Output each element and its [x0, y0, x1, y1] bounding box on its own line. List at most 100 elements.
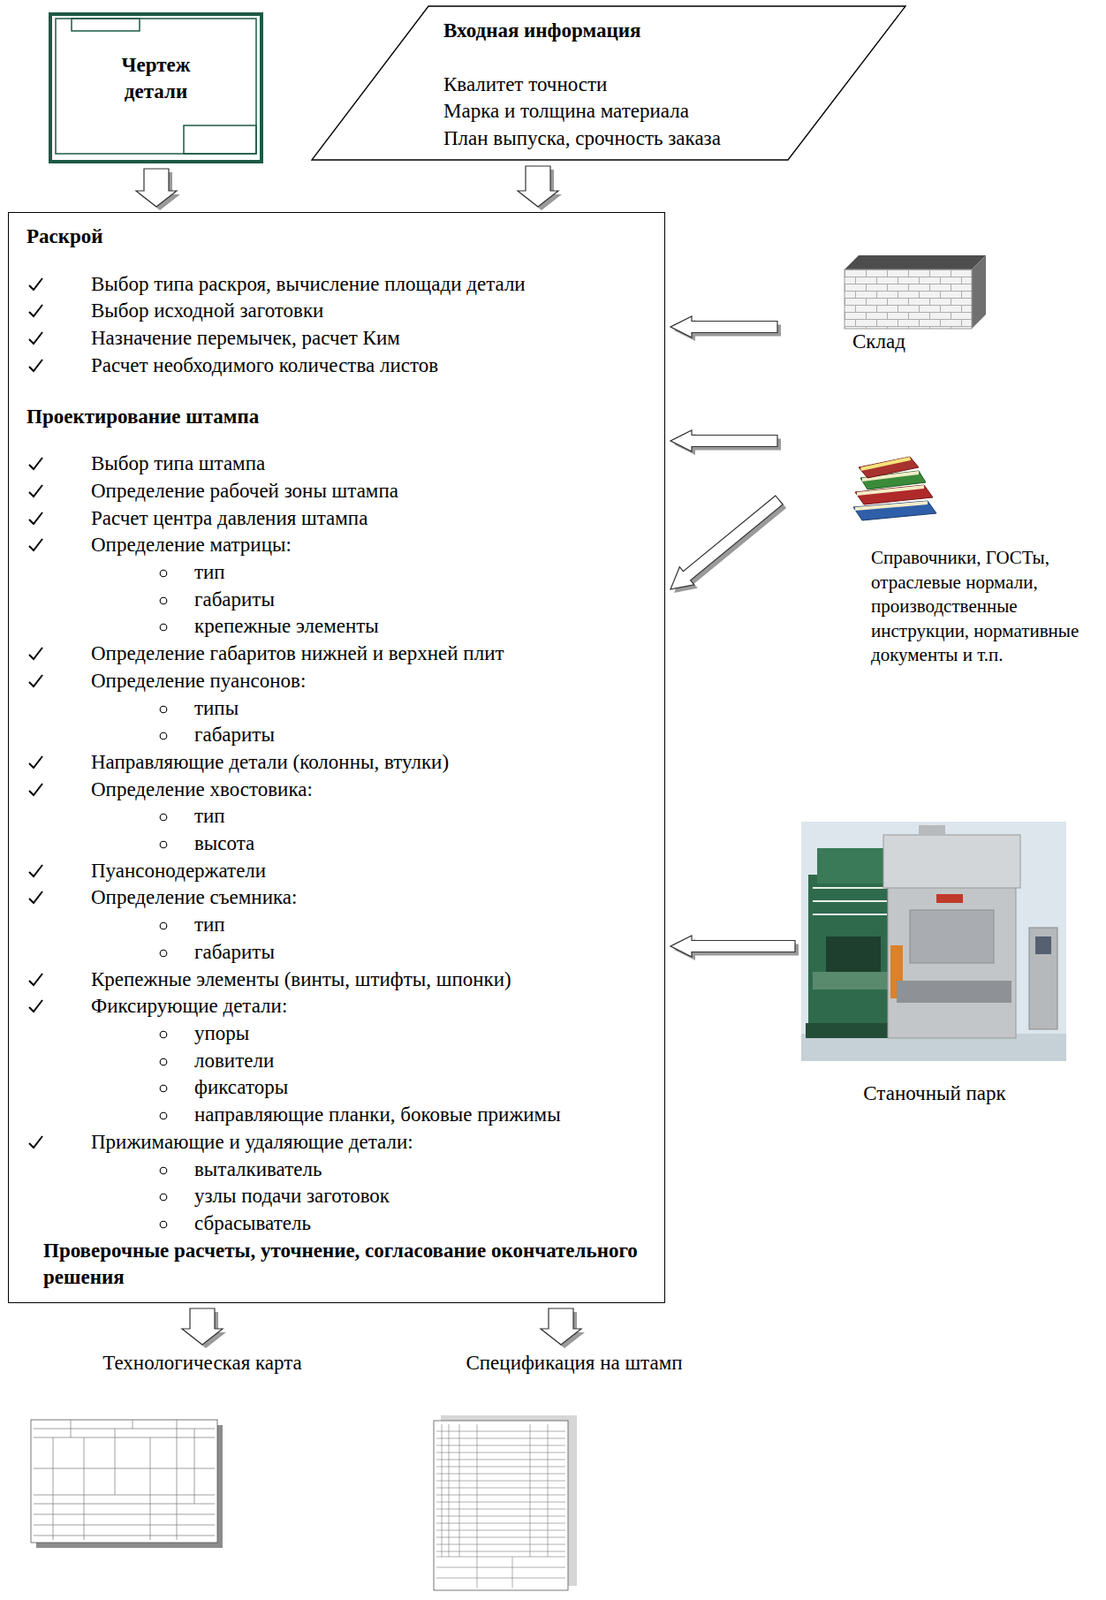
block-arrow-group — [670, 316, 781, 341]
check-stroke — [29, 647, 43, 660]
bullet-circle — [159, 840, 168, 849]
bullet-circle — [159, 1192, 168, 1202]
machine-park: Станочный парк — [800, 821, 1069, 1114]
sub-item: фиксаторы — [194, 1074, 654, 1102]
control-panel — [1035, 936, 1052, 955]
check-mark — [26, 780, 45, 799]
block-arrow-group — [136, 168, 181, 211]
node-label: Чертеж детали — [98, 52, 214, 106]
sub-item: тип — [194, 911, 654, 940]
page — [433, 1420, 569, 1591]
book-pages — [860, 456, 911, 471]
bullet-circle — [159, 568, 168, 578]
bullet-ring — [159, 1220, 167, 1228]
book — [858, 456, 919, 478]
page-grid — [33, 1419, 215, 1540]
section-heading: Раскрой — [26, 223, 654, 251]
control-cabinet — [1029, 927, 1058, 1030]
list-item: Расчет центра давления штампа — [90, 505, 654, 533]
bullet-circle — [159, 812, 168, 822]
title-block — [183, 125, 257, 154]
check-mark — [26, 1133, 45, 1152]
sub-item: тип — [194, 802, 654, 831]
bullet-ring — [159, 1112, 167, 1120]
input-heading: Входная информация — [443, 17, 907, 46]
list-item: Прижимающие и удаляющие детали: — [90, 1128, 654, 1157]
bullet-ring — [159, 1058, 167, 1066]
check-mark — [26, 275, 45, 294]
bullet-circle — [159, 948, 168, 958]
check-mark — [26, 509, 45, 528]
bullet-circle — [159, 921, 168, 931]
check-stroke — [29, 457, 43, 470]
caption: Станочный парк — [800, 1081, 1069, 1106]
check-stroke — [29, 304, 43, 317]
check-mark — [26, 329, 45, 348]
sub-item: ловители — [194, 1047, 654, 1076]
list-row: Пуансонодержатели — [8, 857, 654, 886]
inner-frame — [55, 18, 257, 154]
bullet-ring — [159, 569, 167, 577]
list-row: направляющие планки, боковые прижимы — [8, 1101, 654, 1129]
list-row: упоры — [8, 1020, 654, 1048]
list-row: Прижимающие и удаляющие детали: — [8, 1128, 654, 1157]
list-row: тип — [8, 911, 654, 940]
list-row: типы — [8, 695, 654, 723]
block-arrow-group — [181, 1308, 227, 1349]
input-parallelogram: Входная информацияКвалитет точностиМарка… — [310, 5, 907, 161]
list-row: Расчет необходимого количества листов — [8, 352, 654, 380]
sub-item: тип — [194, 559, 654, 587]
block-arrow — [517, 166, 559, 207]
check-mark — [26, 862, 45, 880]
list-row: Назначение перемычек, расчет Ким — [8, 325, 654, 353]
sub-item: упоры — [194, 1020, 654, 1048]
process-box: РаскройВыбор типа раскроя, вычисление пл… — [7, 212, 666, 1303]
list-row: габариты — [8, 939, 654, 967]
block-arrow-group — [670, 495, 787, 593]
list-row: Расчет центра давления штампа — [8, 505, 654, 533]
list-row: Крепежные элементы (винты, штифты, шпонк… — [8, 966, 654, 994]
check-mark — [26, 970, 45, 989]
check-stroke — [29, 538, 43, 551]
check-stroke — [29, 332, 43, 344]
list-item: Определение рабочей зоны штампа — [90, 477, 654, 506]
list-row: ловители — [8, 1047, 654, 1076]
bullet-ring — [159, 732, 167, 740]
output-document: Спецификация на штамп — [415, 1349, 734, 1592]
press-head — [817, 848, 888, 884]
warehouse-icon: Склад — [782, 251, 995, 363]
press-body — [808, 874, 893, 1038]
bullet-circle — [159, 1111, 168, 1121]
list-row: выталкиватель — [8, 1156, 654, 1184]
parallelogram-shape — [311, 6, 906, 160]
page-grid — [436, 1424, 566, 1588]
list-row: тип — [8, 559, 654, 587]
check-mark — [26, 536, 45, 554]
block-arrow — [670, 430, 778, 452]
check-mark — [26, 644, 45, 663]
drawing-frame — [55, 18, 257, 154]
check-mark — [26, 672, 45, 690]
document-thumbnail — [433, 1415, 577, 1591]
bullet-ring — [159, 922, 167, 930]
sub-item: выталкиватель — [194, 1156, 654, 1184]
bullet-circle — [159, 622, 168, 632]
list-row: тип — [8, 802, 654, 831]
list-row: Определение съемника: — [8, 884, 654, 912]
list-row: Раскрой — [8, 223, 654, 251]
check-stroke — [29, 484, 43, 497]
caption: Технологическая карта — [30, 1349, 374, 1377]
press-throat — [825, 936, 881, 972]
check-mark — [26, 454, 45, 473]
list-item: Пуансонодержатели — [90, 857, 654, 886]
cube-front — [844, 269, 972, 329]
cube-top — [844, 255, 986, 270]
check-stroke — [29, 891, 43, 903]
reference-books: Справочники, ГОСТы, отраслевые нормали, … — [782, 424, 1101, 725]
check-stroke — [29, 674, 43, 687]
machine-photo — [801, 821, 1067, 1061]
bullet-circle — [159, 1030, 168, 1039]
press-plate — [936, 893, 963, 903]
sub-item: сбрасыватель — [194, 1210, 654, 1238]
bullet-circle — [159, 596, 168, 606]
